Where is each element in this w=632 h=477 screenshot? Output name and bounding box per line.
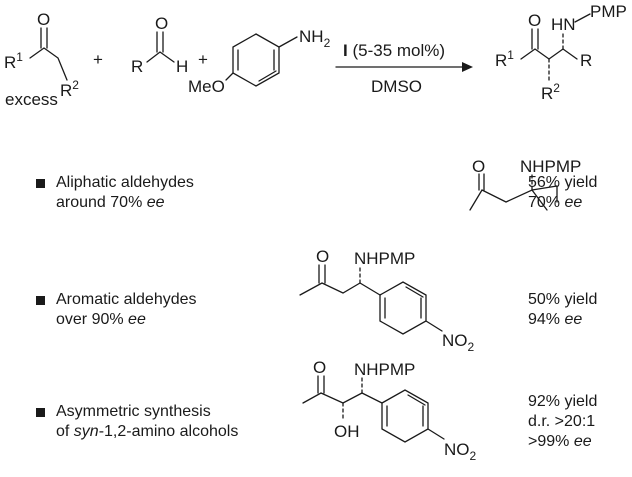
plus-sign-1: + — [93, 50, 103, 69]
aldehyde-oxygen-label: O — [155, 14, 168, 33]
anisidine-reactant: NH2 MeO — [188, 27, 331, 96]
example-1-result: 56% yield 70% ee — [528, 174, 598, 211]
product-hn-label: HN — [551, 15, 576, 34]
mannich-product: O R1 R2 R HN PMP — [495, 2, 627, 103]
example-2-nitro-label: NO2 — [442, 331, 475, 354]
product-pmp-label: PMP — [590, 2, 627, 21]
product-oxygen-label: O — [528, 11, 541, 30]
catalyst-conditions-label: I (5-35 mol%) — [343, 41, 445, 60]
example-3-oxygen-label: O — [313, 358, 326, 377]
methoxy-label: MeO — [188, 77, 225, 96]
example-3-title: Asymmetric synthesis of syn-1,2-amino al… — [56, 403, 239, 440]
example-3-nitro-label: NO2 — [444, 440, 477, 463]
example-2-title: Aromatic aldehydes over 90% ee — [56, 291, 197, 328]
example-3-bullet — [36, 408, 45, 417]
excess-label: excess — [5, 90, 58, 109]
aldehyde-r-label: R — [131, 57, 143, 76]
example-2-oxygen-label: O — [316, 247, 329, 266]
product-r-label: R — [580, 51, 592, 70]
ketone-oxygen-label: O — [37, 10, 50, 29]
example-3-hydroxyl-label: OH — [334, 422, 360, 441]
example-3-amine-label: NHPMP — [354, 360, 415, 379]
example-2-structure: O NHPMP NO2 — [299, 247, 475, 354]
r2-label: R2 — [60, 78, 79, 100]
r1-label: R1 — [4, 50, 23, 72]
example-2-amine-label: NHPMP — [354, 249, 415, 268]
example-2-bullet — [36, 296, 45, 305]
example-1-bullet — [36, 179, 45, 188]
plus-sign-2: + — [198, 50, 208, 69]
aldehyde-h-label: H — [176, 57, 188, 76]
example-3-result: 92% yield d.r. >20:1 >99% ee — [528, 393, 598, 450]
example-1-title: Aliphatic aldehydes around 70% ee — [56, 174, 194, 211]
product-r1-label: R1 — [495, 48, 514, 70]
solvent-label: DMSO — [371, 77, 422, 96]
ketone-reactant: O R1 R2 excess — [4, 10, 79, 109]
example-2-result: 50% yield 94% ee — [528, 291, 598, 328]
example-1-amine-label: NHPMP — [520, 157, 581, 176]
example-1-oxygen-label: O — [472, 157, 485, 176]
example-1-structure: O NHPMP — [469, 157, 581, 211]
aldehyde-reactant: O R H — [131, 14, 188, 76]
reaction-arrow: I (5-35 mol%) DMSO — [335, 41, 473, 96]
amine-nh2-label: NH2 — [299, 27, 331, 50]
example-3-structure: O NHPMP OH NO2 — [302, 358, 477, 463]
product-r2-label: R2 — [541, 81, 560, 103]
